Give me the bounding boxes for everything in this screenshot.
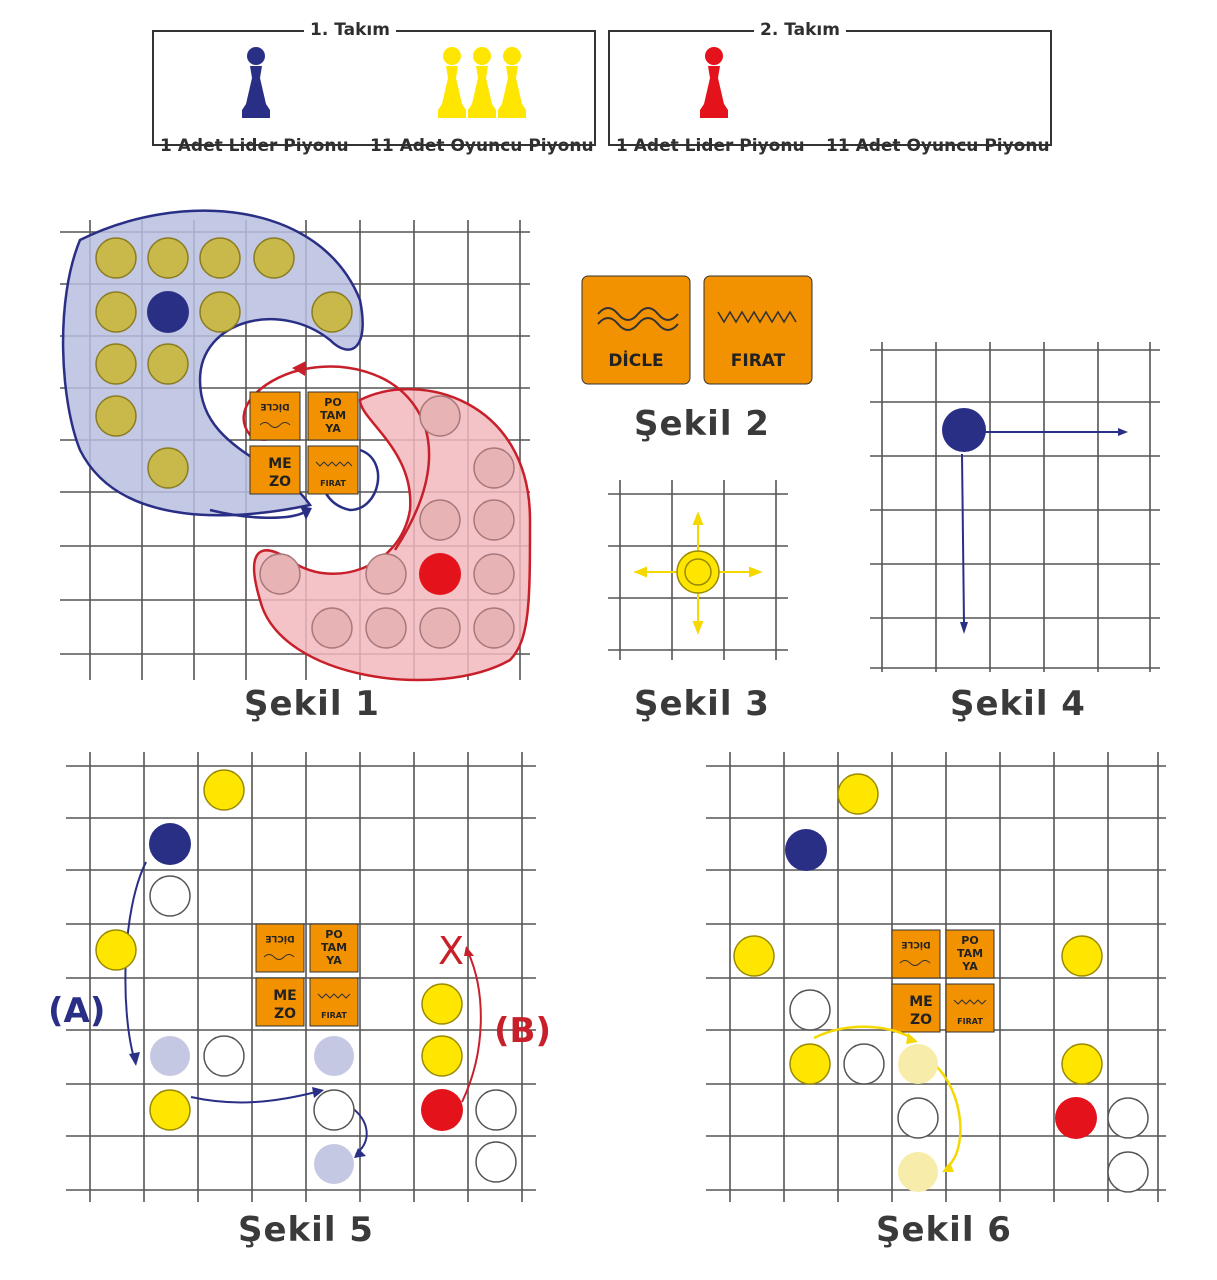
sekil2-title: Şekil 2 [634, 404, 770, 444]
sekil5-x-mark: X [438, 929, 464, 973]
sekil1-pink-pieces [259, 395, 515, 649]
sekil2-firat-text: FIRAT [731, 351, 786, 371]
sekil5-arrow-a2 [190, 1091, 317, 1104]
team2-area [252, 387, 532, 682]
sekil2-dicle-text: DİCLE [608, 349, 663, 371]
sekil6-firat-text: FIRAT [957, 1017, 983, 1026]
sekil1-firat-text: FIRAT [320, 479, 346, 488]
sekil4-arrow-down [961, 453, 965, 625]
team1-title: 1. Takım [304, 20, 396, 40]
yellow-player-pawns-icon [438, 47, 526, 118]
red-arrowhead [292, 361, 306, 376]
sekil6-tam-text: TAM [957, 947, 983, 960]
sekil2-tiles: DİCLE FIRAT [581, 275, 813, 385]
sekil1-zo-text: ZO [269, 474, 291, 490]
sekil5-zo-text: ZO [274, 1006, 296, 1022]
sekil4-title: Şekil 4 [950, 684, 1086, 724]
sekil3-title: Şekil 3 [634, 684, 770, 724]
sekil6-ya-text: YA [961, 960, 978, 973]
sekil1-dicle-text: DİCLE [260, 401, 289, 412]
sekil5-title: Şekil 5 [238, 1210, 374, 1250]
sekil3-board [608, 480, 788, 660]
sekil5-ya-text: YA [325, 954, 342, 967]
team2-title: 2. Takım [754, 20, 846, 40]
sekil6-me-text: ME [909, 994, 933, 1010]
team1-legend: 1. Takım 1 Adet Lider Piyonu 11 Adet Oyu… [152, 20, 596, 156]
sekil6-zo-text: ZO [910, 1012, 932, 1028]
sekil6-ghost-pieces [898, 1044, 938, 1192]
sekil5-dicle-text: DİCLE [265, 933, 294, 944]
sekil5-tiles: DİCLE PO TAM YA ME ZO FIRAT [255, 923, 359, 1027]
sekil4-board [870, 342, 1160, 672]
sekil6-arrow-1 [813, 1025, 913, 1040]
sekil3-yellow-piece [676, 550, 720, 594]
sekil5-blue-leader [149, 823, 191, 865]
sekil1-title: Şekil 1 [244, 684, 380, 724]
sekil6-board: DİCLE PO TAM YA ME ZO FIRAT [706, 752, 1166, 1202]
sekil1-yellow-pieces [95, 237, 353, 489]
sekil6-po-text: PO [961, 934, 978, 947]
sekil1-ya-text: YA [324, 422, 341, 435]
sekil5-arrow-b [461, 951, 482, 1103]
sekil1-me-text: ME [268, 456, 292, 472]
sekil1-po-text: PO [324, 396, 341, 409]
team1-area [61, 209, 364, 517]
sekil6-title: Şekil 6 [876, 1210, 1012, 1250]
sekil4-blue-leader [942, 408, 986, 452]
sekil1-board: DİCLE PO TAM YA ME ZO FIRAT [60, 209, 532, 682]
team1-player-label: 11 Adet Oyuncu Piyonu [370, 136, 594, 156]
sekil5-ghost-pieces [150, 1036, 354, 1184]
team2-legend: 2. Takım 1 Adet Lider Piyonu 11 Adet Oyu… [608, 20, 1052, 156]
sekil5-yellow-pieces [95, 769, 463, 1131]
sekil5-tam-text: TAM [321, 941, 347, 954]
sekil5-board: DİCLE PO TAM YA ME ZO FIRAT X (A) (B) [48, 752, 551, 1202]
sekil5-label-b: (B) [494, 1011, 551, 1051]
sekil5-label-a: (A) [48, 991, 105, 1031]
sekil6-arrow-2 [931, 1061, 962, 1170]
sekil6-red-leader [1055, 1097, 1097, 1139]
sekil1-tiles: DİCLE PO TAM YA ME ZO FIRAT [249, 391, 359, 495]
sekil5-white-pieces [149, 875, 517, 1183]
team2-player-label: 11 Adet Oyuncu Piyonu [826, 136, 1050, 156]
blue-arrowhead [300, 506, 312, 520]
sekil5-po-text: PO [325, 928, 342, 941]
blue-leader-pawn-icon [242, 47, 270, 118]
sekil6-dicle-text: DİCLE [901, 939, 930, 950]
sekil5-me-text: ME [273, 988, 297, 1004]
sekil1-tam-text: TAM [320, 409, 346, 422]
sekil6-tiles: DİCLE PO TAM YA ME ZO FIRAT [891, 929, 995, 1033]
sekil1-red-leader [419, 553, 461, 595]
team1-leader-label: 1 Adet Lider Piyonu [160, 136, 349, 156]
sekil6-yellow-pieces [733, 773, 1103, 1085]
sekil6-white-pieces [789, 989, 1149, 1193]
sekil6-blue-leader [785, 829, 827, 871]
sekil5-firat-text: FIRAT [321, 1011, 347, 1020]
sekil1-blue-leader [147, 291, 189, 333]
team2-leader-label: 1 Adet Lider Piyonu [616, 136, 805, 156]
red-leader-pawn-icon [700, 47, 728, 118]
sekil5-red-leader [421, 1089, 463, 1131]
